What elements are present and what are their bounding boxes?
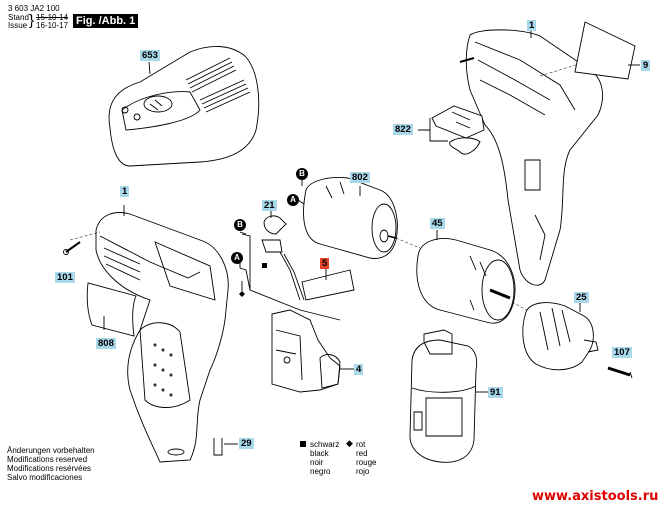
part-label-101[interactable]: 101 [55, 272, 75, 283]
legend-red-en: red [356, 449, 368, 458]
figure-title: Fig. /Abb. 1 [73, 14, 139, 28]
screw-101-drawing [63, 241, 81, 255]
note-fr: Modifications resérvées [7, 464, 92, 473]
issue-date: 16-10-17 [36, 21, 69, 30]
legend-red: rot red rouge rojo [356, 440, 376, 476]
part-label-4[interactable]: 4 [354, 364, 364, 375]
part-label-25[interactable]: 25 [574, 292, 589, 303]
note-de: Änderungen vorbehalten [7, 446, 95, 455]
connector-b-motor: B [296, 168, 308, 180]
legend-red-es: rojo [356, 467, 370, 476]
chuck-25-drawing [522, 302, 599, 371]
note-es: Salvo modificaciones [7, 473, 83, 482]
motor-802-drawing [303, 177, 421, 259]
part-label-9[interactable]: 9 [641, 60, 651, 71]
housing-left-drawing [69, 205, 229, 463]
part-label-1-housing-right[interactable]: 1 [527, 20, 537, 31]
label-808-drawing [86, 282, 137, 337]
issue-label: Issue [8, 21, 28, 30]
part-label-1-housing-left[interactable]: 1 [120, 186, 130, 197]
document-number: 3 603 JA2 100 [8, 4, 60, 13]
legend-red-de: rot [356, 440, 366, 449]
brace: } [29, 12, 35, 29]
red-diamond-icon: ◆ [346, 438, 353, 448]
legend-black-es: negro [310, 467, 331, 476]
cover-822-drawing [418, 105, 485, 155]
part-label-107[interactable]: 107 [612, 347, 632, 358]
stand-date: 15-10-14 [36, 13, 69, 22]
legend-black-en: black [310, 449, 329, 458]
connector-a-motor: A [287, 194, 299, 206]
part-label-653[interactable]: 653 [140, 50, 160, 61]
part-label-5[interactable]: 5 [320, 258, 330, 269]
screw-107-drawing [607, 366, 633, 379]
battery-91-drawing [409, 329, 488, 463]
part-label-822[interactable]: 822 [393, 124, 413, 135]
part-label-808[interactable]: 808 [96, 338, 116, 349]
legend-black: schwarz black noir negro [310, 440, 339, 476]
legend-black-de: schwarz [310, 440, 340, 449]
connector-a-wire: A [231, 252, 243, 264]
part-label-802[interactable]: 802 [350, 172, 370, 183]
watermark-url[interactable]: www.axistools.ru [532, 489, 659, 504]
switch-4-drawing [271, 309, 354, 393]
gearbox-45-drawing [416, 230, 531, 324]
part-21-drawing [261, 210, 287, 253]
part-5-drawing [301, 268, 355, 301]
part-label-91[interactable]: 91 [488, 387, 503, 398]
connector-b-wire: B [234, 219, 246, 231]
part-label-29[interactable]: 29 [239, 438, 254, 449]
housing-right-drawing [459, 22, 606, 286]
clip-29-drawing [213, 438, 238, 456]
legend-red-fr: rouge [356, 458, 377, 467]
black-square-icon [300, 441, 306, 447]
legend-black-fr: noir [310, 458, 324, 467]
note-en: Modifications reserved [7, 455, 88, 464]
part-label-45[interactable]: 45 [430, 218, 445, 229]
charger-drawing [108, 46, 260, 167]
label-9-drawing [574, 21, 640, 80]
wiring-drawing [239, 233, 341, 321]
stand-label: Stand [8, 13, 29, 22]
modification-notes: Änderungen vorbehalten Modifications res… [7, 446, 95, 482]
part-label-21[interactable]: 21 [262, 200, 277, 211]
